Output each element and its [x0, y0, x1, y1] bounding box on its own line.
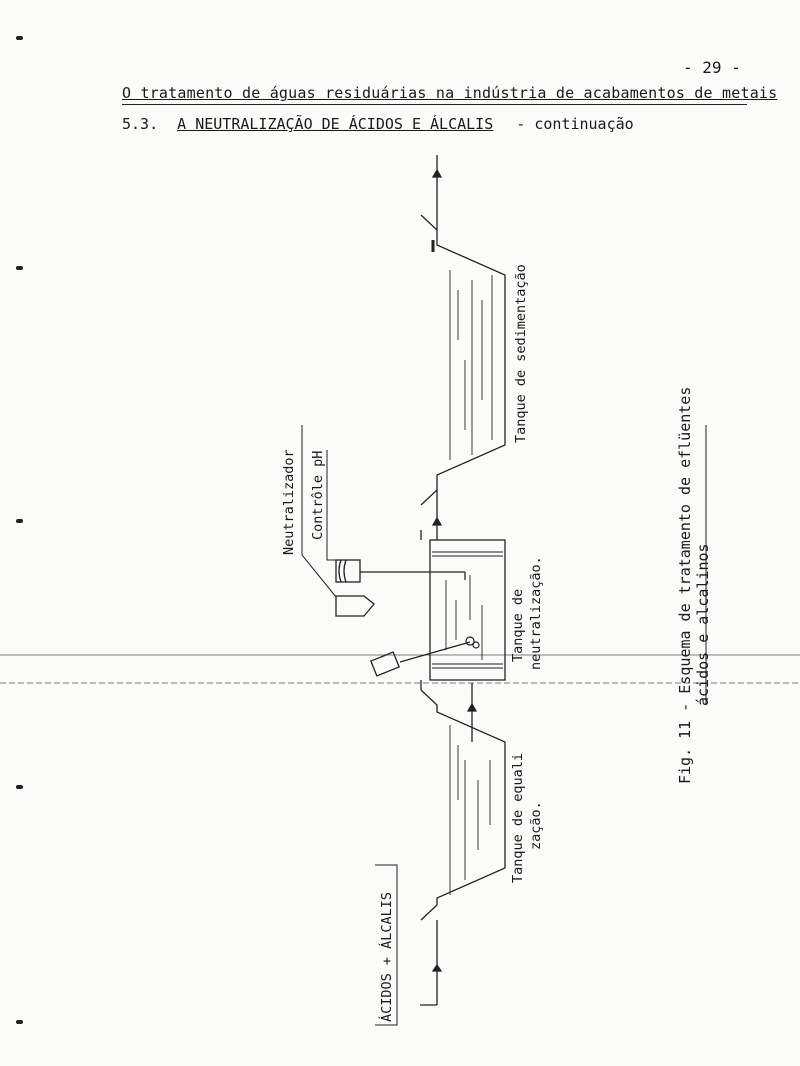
section-number: 5.3.: [122, 115, 159, 133]
figure-caption-line1: Fig. 11 - Esquema de tratamento de eflüe…: [676, 386, 694, 784]
neutralization-to-sedimentation-pipe: [420, 490, 443, 540]
section-suffix: - continuação: [516, 115, 634, 133]
neutralizer-dispenser: [301, 425, 375, 617]
equalization-to-neutralization-pipe: [420, 680, 478, 742]
binding-mark: [16, 36, 23, 40]
equalization-tank-label: Tanque de equali: [510, 752, 526, 883]
binding-mark: [16, 785, 23, 789]
neutralization-tank: [399, 539, 506, 681]
sedimentation-tank: [420, 214, 506, 506]
binding-mark: [16, 266, 23, 270]
inlet-label-bracket: [375, 864, 398, 1026]
mixer-motor: [370, 651, 400, 677]
equalization-tank: [420, 689, 506, 921]
inlet-label: ÁCIDOS + ÁLCALIS: [379, 891, 395, 1022]
section-heading: 5.3. A NEUTRALIZAÇÃO DE ÁCIDOS E ÁLCALIS…: [122, 115, 634, 133]
section-title: A NEUTRALIZAÇÃO DE ÁCIDOS E ÁLCALIS: [177, 115, 494, 133]
outlet-pipe: [431, 155, 443, 230]
page-number: - 29 -: [683, 58, 741, 77]
binding-mark: [16, 519, 23, 523]
inlet-pipe: [420, 920, 443, 1006]
header-title: O tratamento de águas residuárias na ind…: [122, 84, 778, 102]
neutralizer-label: Neutralizador: [281, 449, 297, 555]
binding-mark: [16, 1020, 23, 1024]
header-rule: [122, 104, 747, 105]
neutralization-tank-label: Tanque de: [510, 588, 526, 662]
neutralization-tank-label-cont: neutralização.: [528, 556, 544, 670]
figure-caption-line2: ácidos e alcalinos: [694, 543, 712, 706]
equalization-tank-label-cont: zação.: [528, 801, 544, 850]
ph-control-label: Contrôle pH: [310, 450, 326, 540]
ph-control-unit: [326, 450, 466, 583]
sedimentation-tank-label: Tanque de sedimentação: [513, 264, 529, 443]
